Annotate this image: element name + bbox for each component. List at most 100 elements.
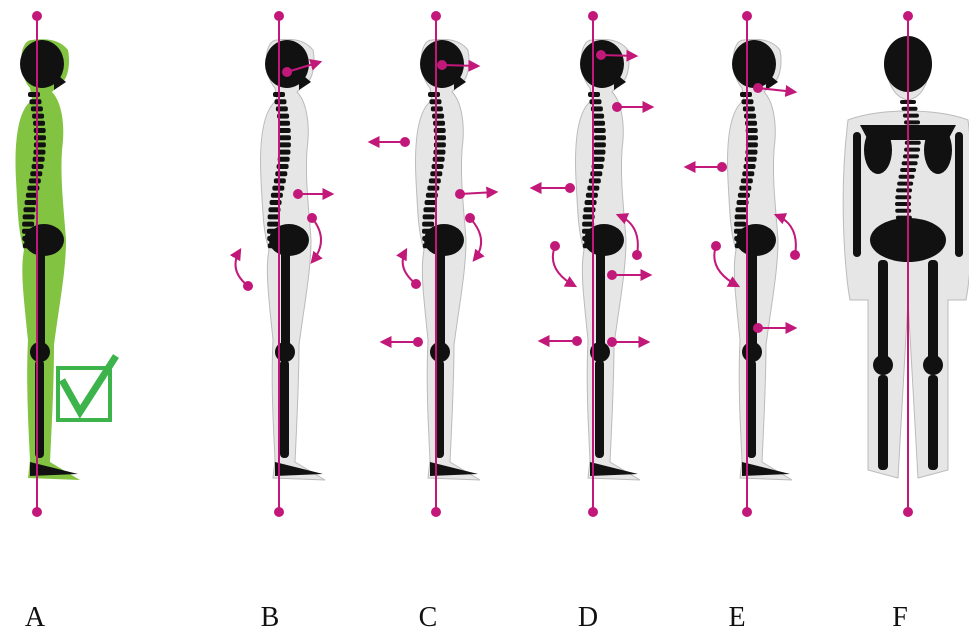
figure-label-e: E	[728, 604, 745, 632]
vertebra	[896, 188, 912, 192]
tibia	[280, 360, 289, 458]
body-silhouette	[16, 39, 80, 480]
left-arm-bone	[853, 132, 861, 257]
body-silhouette	[576, 39, 640, 480]
pelvis	[24, 224, 64, 256]
pelvis	[424, 224, 464, 256]
plumb-top-dot	[903, 11, 913, 21]
figure-a	[16, 11, 116, 517]
vertebra	[739, 186, 751, 191]
left-knee	[873, 355, 893, 375]
body-silhouette	[261, 39, 325, 480]
vertebra	[34, 142, 46, 147]
vertebra	[744, 164, 756, 169]
vertebra	[29, 178, 41, 183]
vertebra	[429, 178, 441, 183]
arrow-icon	[601, 55, 636, 56]
vertebra	[432, 114, 444, 119]
vertebra	[743, 106, 755, 111]
vertebra	[593, 121, 605, 126]
vertebra	[34, 135, 46, 140]
figure-label-a: A	[25, 604, 45, 632]
right-arm-bone	[955, 132, 963, 257]
figure-label-d: D	[578, 604, 598, 632]
left-scapula	[864, 126, 892, 174]
knee	[742, 342, 762, 362]
curved-arrow-icon	[236, 250, 249, 286]
right-scapula	[924, 126, 952, 174]
vertebra	[742, 171, 754, 176]
vertebra	[279, 135, 291, 140]
vertebra	[22, 222, 34, 227]
vertebra	[899, 175, 915, 179]
pelvis	[269, 224, 309, 256]
curved-arrow-icon	[312, 218, 321, 262]
vertebra	[276, 106, 288, 111]
curved-arrow-icon	[776, 215, 796, 255]
arrow-icon	[460, 192, 496, 194]
vertebra	[279, 128, 291, 133]
vertebra	[433, 121, 445, 126]
arrow-icon	[442, 65, 478, 66]
vertebra	[734, 222, 746, 227]
plumb-bottom-dot	[903, 507, 913, 517]
plumb-top-dot	[32, 11, 42, 21]
vertebra	[432, 164, 444, 169]
vertebra	[903, 114, 919, 118]
plumb-bottom-dot	[32, 507, 42, 517]
knee	[430, 342, 450, 362]
vertebra	[28, 92, 40, 97]
vertebra	[897, 182, 913, 186]
vertebra	[594, 135, 606, 140]
vertebra	[902, 107, 918, 111]
vertebra	[589, 178, 601, 183]
vertebra	[274, 99, 286, 104]
vertebra	[425, 200, 437, 205]
vertebra	[586, 193, 598, 198]
vertebra	[594, 128, 606, 133]
plumb-top-dot	[742, 11, 752, 21]
vertebra	[904, 148, 920, 152]
pelvis	[736, 224, 776, 256]
knee	[30, 342, 50, 362]
left-femur	[878, 260, 888, 360]
curved-arrow-icon	[470, 218, 481, 260]
figure-label-b: B	[261, 604, 280, 632]
vertebra	[593, 150, 605, 155]
tibia	[747, 360, 756, 458]
figure-d	[532, 11, 652, 517]
vertebra	[34, 128, 46, 133]
vertebra	[268, 214, 280, 219]
vertebra	[738, 193, 750, 198]
vertebra	[744, 114, 756, 119]
vertebra	[902, 161, 918, 165]
vertebra	[904, 120, 920, 124]
plumb-top-dot	[431, 11, 441, 21]
vertebra	[33, 157, 45, 162]
vertebra	[23, 214, 35, 219]
body-silhouette	[416, 39, 480, 480]
plumb-bottom-dot	[742, 507, 752, 517]
plumb-top-dot	[274, 11, 284, 21]
pelvis	[584, 224, 624, 256]
plumb-top-dot	[588, 11, 598, 21]
femur	[596, 250, 605, 350]
vertebra	[33, 150, 45, 155]
figure-label-c: C	[419, 604, 438, 632]
vertebra	[278, 150, 290, 155]
vertebra	[735, 214, 747, 219]
figure-label-f: F	[892, 604, 908, 632]
femur	[748, 250, 757, 350]
right-tibia	[928, 375, 938, 470]
plumb-bottom-dot	[274, 507, 284, 517]
vertebra	[275, 171, 287, 176]
vertebra	[593, 157, 605, 162]
figure-c	[370, 11, 496, 517]
curved-arrow-icon	[553, 246, 575, 286]
vertebra	[423, 214, 435, 219]
plumb-bottom-dot	[588, 507, 598, 517]
vertebra	[33, 121, 45, 126]
curved-arrow-icon	[403, 250, 416, 284]
vertebra	[25, 200, 37, 205]
